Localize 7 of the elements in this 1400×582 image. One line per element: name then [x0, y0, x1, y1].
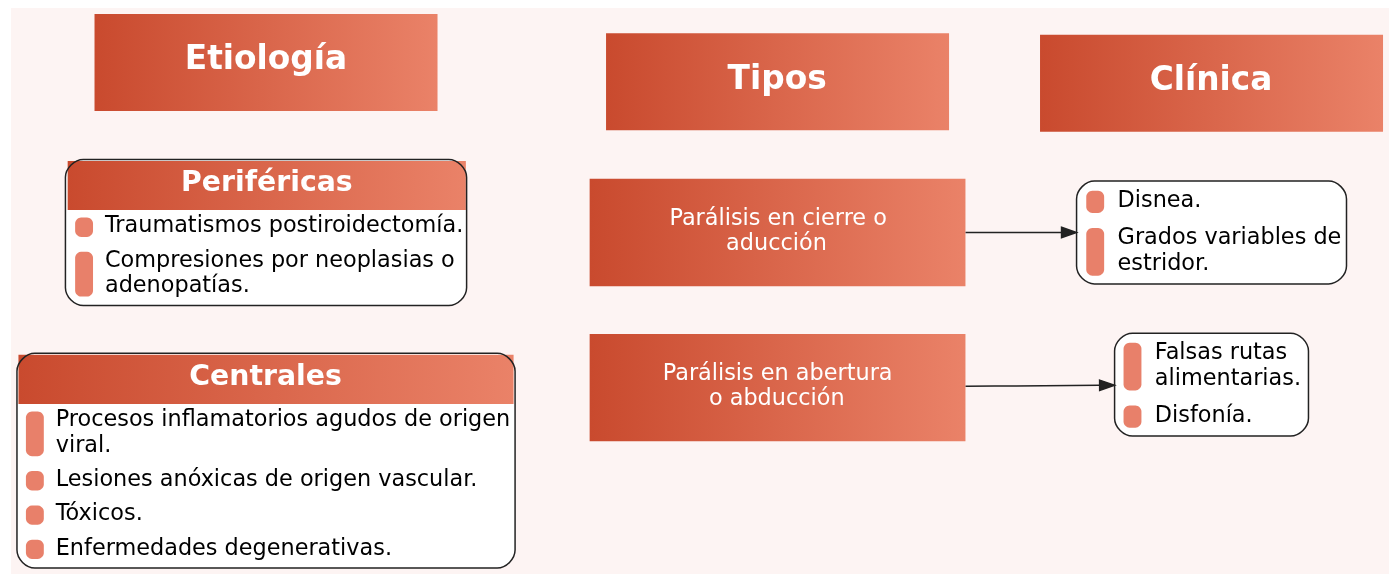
- arrow: [964, 379, 1117, 392]
- node-box: Tipos: [606, 33, 950, 131]
- node-box: Clínica: [1040, 34, 1384, 132]
- node-box: Parálisis en cierre o aducción: [589, 178, 966, 287]
- arrow: [964, 226, 1079, 239]
- node-box: Parálisis en abertura o abducción: [589, 333, 966, 442]
- node-box: Etiología: [94, 14, 438, 111]
